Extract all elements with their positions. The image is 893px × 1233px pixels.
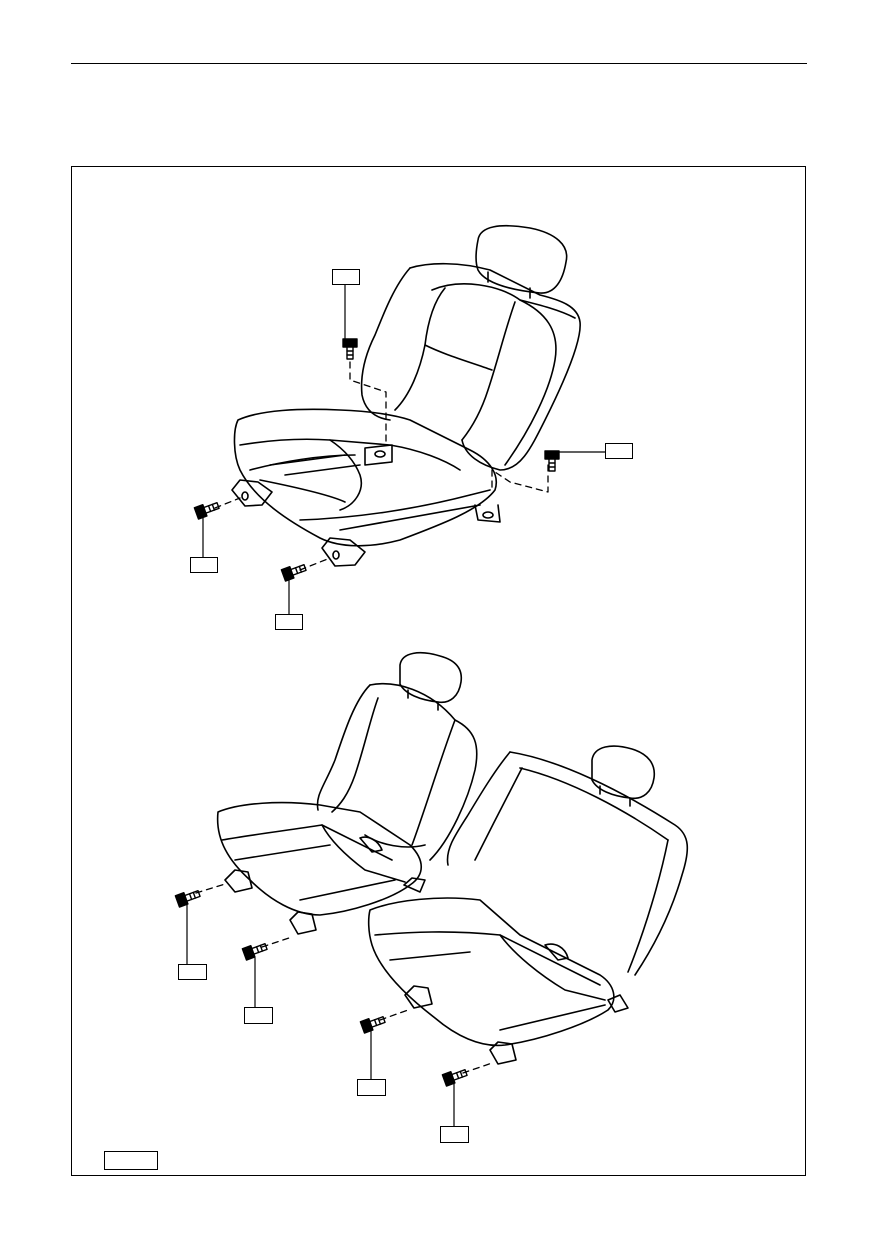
bolt-icon [193, 502, 220, 520]
rear-right-cushion [367, 897, 615, 1047]
bolt-icon [359, 1016, 386, 1034]
callout-rear-bolt-4 [440, 1126, 469, 1143]
callout-rear-bolt-2 [244, 1007, 273, 1024]
rear-bolts [174, 890, 468, 1087]
figure-code-box [104, 1151, 158, 1170]
callout-front-bolt-left [190, 557, 218, 573]
rear-left-cushion [216, 801, 423, 916]
front-seat-headrest [475, 224, 568, 294]
bolt-icon [441, 1069, 468, 1087]
rear-right-headrest [591, 745, 656, 800]
front-seat-cushion [233, 408, 497, 547]
bolt-icon [174, 890, 201, 908]
callout-front-bolt-bottom [275, 614, 303, 630]
rear-bolt-guides [195, 883, 493, 1074]
rear-seat-left-drawing [216, 651, 478, 935]
front-seat-drawing [231, 224, 581, 567]
rear-leader-lines [186, 904, 455, 1127]
front-bolts [193, 338, 560, 582]
callout-front-bolt-right [605, 443, 633, 459]
figure-frame [71, 166, 806, 1176]
callout-front-bolt-top [332, 269, 360, 285]
rear-left-backrest [369, 682, 478, 861]
rear-right-backrest [509, 751, 689, 976]
bolt-icon [342, 338, 358, 360]
callout-rear-bolt-3 [357, 1079, 386, 1096]
callout-rear-bolt-1 [178, 964, 207, 980]
front-leader-lines [202, 284, 606, 615]
front-seat-backrest [409, 262, 581, 471]
bolt-icon [280, 564, 307, 582]
bolt-icon [544, 450, 560, 472]
rear-left-headrest [399, 651, 463, 704]
bolt-icon [241, 943, 268, 961]
header-rule [71, 63, 807, 64]
rear-seat-right-drawing [367, 745, 689, 1065]
